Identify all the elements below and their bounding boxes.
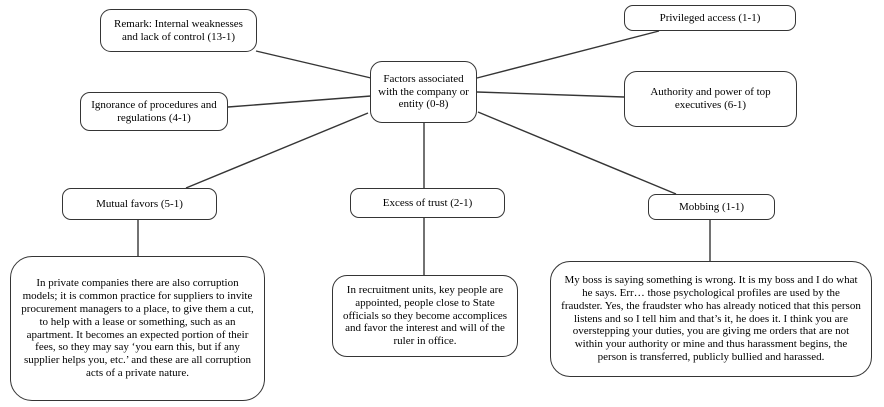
node-label: Mutual favors (5-1) [96, 197, 183, 210]
node-label: Excess of trust (2-1) [382, 196, 473, 209]
node-remark-internal-weaknesses: Remark: Internal weaknesses and lack of … [100, 9, 257, 52]
quote-text: My boss is saying something is wrong. It… [561, 273, 861, 364]
quote-box-excess-of-trust: In recruitment units, key people are app… [332, 275, 518, 357]
edge-central-privileged [476, 30, 660, 79]
node-central-factors: Factors associated with the company or e… [370, 61, 477, 123]
edge-ignorance-central [227, 95, 372, 108]
node-ignorance-of-procedures: Ignorance of procedures and regulations … [80, 92, 228, 131]
node-label: Remark: Internal weaknesses and lack of … [114, 17, 243, 43]
quote-text: In private companies there are also corr… [21, 276, 254, 380]
node-privileged-access: Privileged access (1-1) [624, 5, 796, 31]
quote-box-mutual-favors: In private companies there are also corr… [10, 256, 265, 401]
node-authority-and-power: Authority and power of top executives (6… [624, 71, 797, 127]
node-excess-of-trust: Excess of trust (2-1) [350, 188, 505, 218]
node-mobbing: Mobbing (1-1) [648, 194, 775, 220]
node-label: Privileged access (1-1) [659, 11, 761, 24]
edge-remark-central [255, 50, 372, 79]
node-label: Mobbing (1-1) [678, 200, 745, 213]
node-label: Authority and power of top executives (6… [650, 86, 771, 111]
edge-central-authority [476, 91, 625, 98]
edge-central-mobbing [477, 111, 677, 195]
node-label: Ignorance of procedures and regulations … [91, 98, 217, 124]
edge-central-mutual [185, 112, 369, 189]
node-label: Factors associated with the company or e… [378, 72, 469, 111]
node-mutual-favors: Mutual favors (5-1) [62, 188, 217, 220]
quote-text: In recruitment units, key people are app… [342, 283, 508, 348]
quote-box-mobbing: My boss is saying something is wrong. It… [550, 261, 872, 377]
